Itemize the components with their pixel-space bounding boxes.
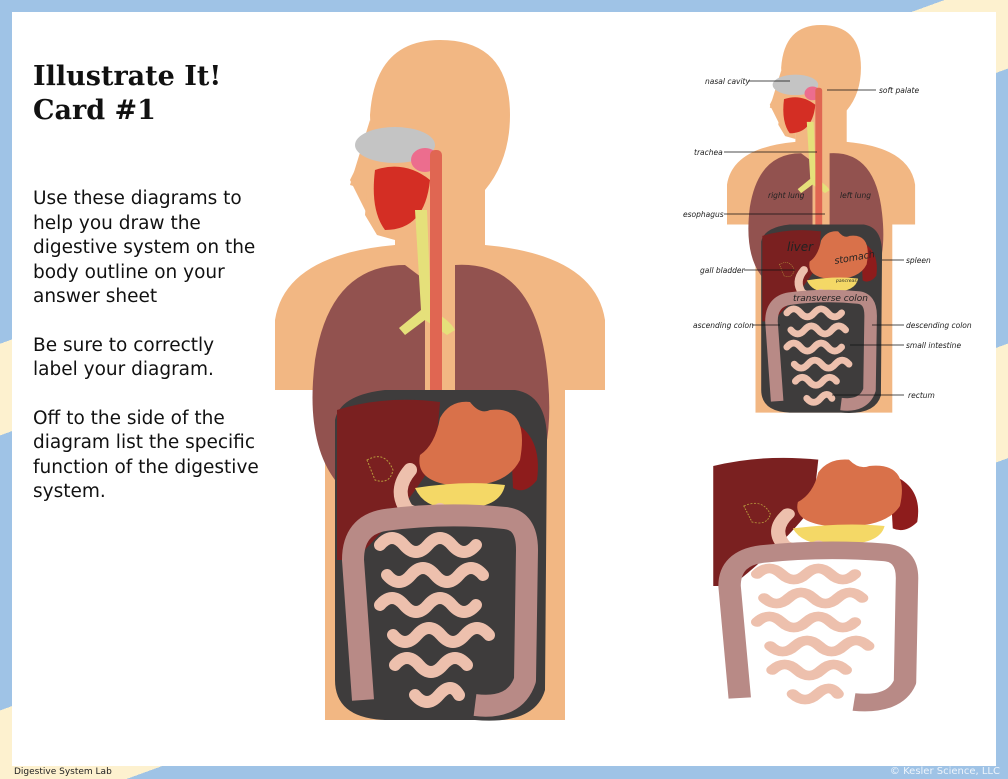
instruction-3: Off to the side of the diagram list the … (33, 407, 259, 503)
instructions: Use these diagrams to help you draw the … (33, 187, 263, 529)
label-esophagus: esophagus (683, 210, 724, 219)
footer-copyright: © Kesler Science, LLC (889, 766, 1000, 777)
label-texts: nasal cavity soft palate trachea right l… (683, 77, 972, 400)
label-pancreas: pancreas (835, 278, 857, 284)
title-line-2: Card #1 (33, 95, 156, 126)
label-ascending-colon: ascending colon (693, 321, 754, 330)
title-line-1: Illustrate It! (33, 61, 222, 92)
label-liver: liver (787, 240, 814, 254)
label-rectum: rectum (908, 391, 935, 400)
label-trachea: trachea (694, 148, 723, 157)
label-spleen: spleen (906, 256, 931, 265)
large-body-diagram (275, 40, 605, 721)
label-descending-colon: descending colon (906, 321, 972, 330)
label-small-intestine: small intestine (906, 341, 961, 350)
instruction-1: Use these diagrams to help you draw the … (33, 188, 256, 307)
footer-lab-name: Digestive System Lab (14, 767, 112, 777)
label-transverse-colon: transverse colon (793, 294, 868, 304)
label-nasal-cavity: nasal cavity (705, 77, 751, 86)
card-title: Illustrate It! Card #1 (33, 60, 221, 128)
instruction-2: Be sure to correctly label your diagram. (33, 334, 215, 381)
diagram-labels (724, 80, 904, 396)
label-gall-bladder: gall bladder (700, 266, 745, 275)
label-left-lung: left lung (840, 191, 871, 200)
label-soft-palate: soft palate (879, 86, 919, 95)
label-right-lung: right lung (768, 191, 805, 200)
labeled-body-diagram (727, 25, 915, 413)
organs-only-diagram (713, 458, 918, 703)
